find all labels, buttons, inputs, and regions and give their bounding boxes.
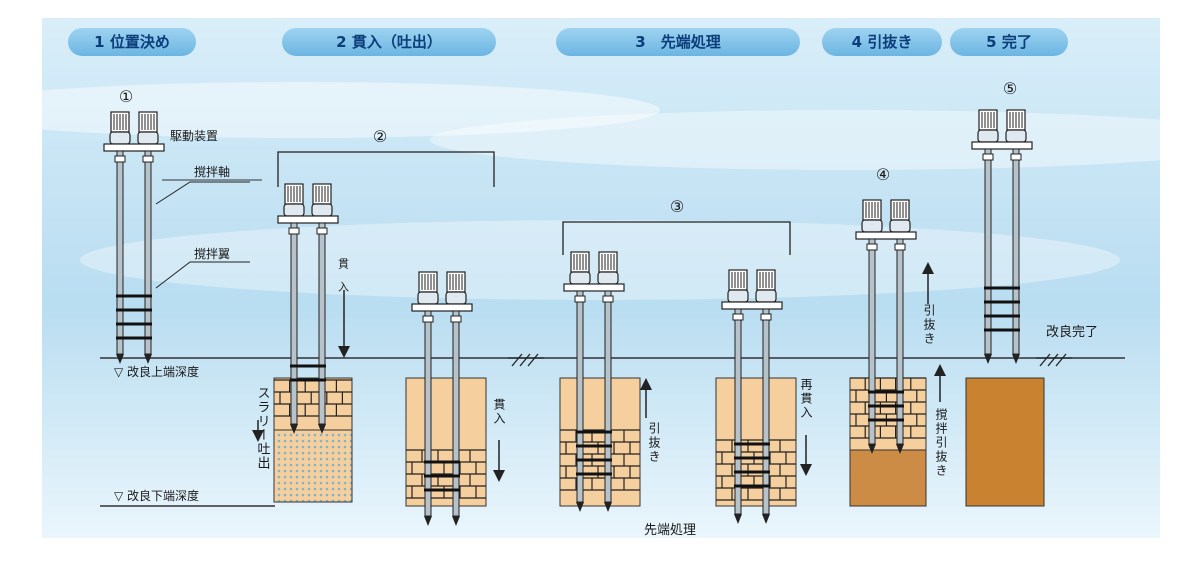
- machine-step1: [103, 111, 165, 364]
- step-headers: 1 位置決め 2 貫入（吐出） 3 先端処理 4 引抜き 5 完了: [68, 28, 1068, 56]
- leader-lines: [155, 181, 250, 289]
- step-number-3: ③: [670, 197, 684, 216]
- header-pill-bg: [282, 28, 496, 56]
- step-number-2: ②: [373, 127, 387, 146]
- ground-hatch: [508, 353, 1072, 367]
- machine-step4: [855, 199, 917, 454]
- header-label: 3 先端処理: [635, 33, 720, 51]
- bracket-step-2: [277, 151, 495, 187]
- label-drive-unit: 駆動装置: [170, 129, 218, 143]
- label-penetration-2: 貫入: [337, 258, 350, 304]
- label-penetration-2b: 貫入: [492, 398, 506, 426]
- header-label: 4 引抜き: [852, 33, 913, 51]
- soil-column-step5: [965, 377, 1045, 507]
- cloud: [0, 82, 660, 138]
- header-label: 5 完了: [986, 33, 1032, 51]
- label-withdraw-4: 引抜き: [922, 304, 936, 346]
- header-pill-bg: [950, 28, 1068, 56]
- step-number-4: ④: [876, 165, 890, 184]
- step-number-1: ①: [119, 87, 133, 106]
- machine-step2a: [277, 183, 339, 434]
- header-label: 1 位置決め: [94, 33, 170, 51]
- machines: [103, 109, 1033, 526]
- label-mixing-shaft: 撹拌軸: [194, 164, 230, 179]
- label-upper-depth: ▽ 改良上端深度: [114, 364, 199, 379]
- header-pill-4: 4 引抜き: [822, 28, 942, 56]
- machine-step5: [971, 109, 1033, 364]
- step-number-5: ⑤: [1003, 79, 1017, 98]
- header-pill-bg: [556, 28, 800, 56]
- label-tip-treatment: 先端処理: [644, 523, 696, 538]
- direction-arrows: [252, 262, 946, 482]
- labels: ① ② ③ ④ ⑤ 駆動装置 撹拌軸 撹拌翼 ▽ 改良上端深度 ▽ 改良下端深度…: [114, 79, 1098, 538]
- slurry-zone-step2a: [273, 429, 353, 503]
- header-pill-2: 2 貫入（吐出）: [282, 28, 496, 56]
- bracket-step-3: [562, 221, 791, 255]
- label-lower-depth: ▽ 改良下端深度: [114, 488, 199, 503]
- header-label: 2 貫入（吐出）: [336, 33, 442, 51]
- label-mix-withdraw-4: 撹拌引抜き: [934, 408, 948, 478]
- label-withdraw-3: 引抜き: [647, 422, 661, 464]
- label-slurry-discharge: スラリー吐出: [255, 386, 271, 470]
- header-pill-5: 5 完了: [950, 28, 1068, 56]
- machine-step2b: [411, 271, 473, 526]
- soil-column-step2b: [405, 377, 487, 507]
- header-pill-1: 1 位置決め: [68, 28, 196, 56]
- header-pill-bg: [822, 28, 942, 56]
- label-improvement-complete: 改良完了: [1046, 324, 1098, 340]
- header-pill-3: 3 先端処理: [556, 28, 800, 56]
- machine-step3b: [721, 269, 783, 524]
- machine-step3a: [563, 251, 625, 512]
- header-pill-bg: [68, 28, 196, 56]
- label-repenetration-3: 再貫入: [799, 378, 813, 420]
- label-mixing-blade: 撹拌翼: [194, 246, 230, 261]
